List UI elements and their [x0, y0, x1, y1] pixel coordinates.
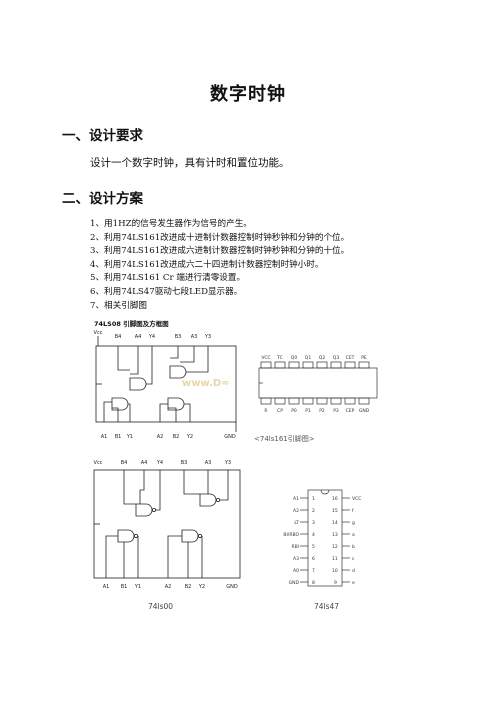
pin-label: PE [361, 355, 367, 361]
pin-label: B3 [181, 460, 188, 466]
plan-list: 1、用1HZ的信号发生器作为信号的产生。 2、利用74LS161改进成十进制计数… [90, 218, 349, 313]
pin-label: Q0 [291, 355, 298, 361]
pin-label: Y1 [134, 584, 141, 590]
pin-label: P1 [305, 408, 311, 414]
pin-label: VCC [352, 496, 361, 502]
section-heading-plan: 二、设计方案 [62, 191, 143, 207]
pin-label: Vcc [94, 330, 103, 336]
pin-label: A3 [191, 334, 198, 340]
pin-label: CET [346, 355, 355, 361]
pin-label: Y3 [204, 334, 211, 340]
svg-text:9: 9 [334, 580, 337, 586]
pin-label: BI/RBO [283, 532, 299, 538]
pin-label: CEP [346, 408, 355, 414]
list-item: 3、利用74LS161改进成六进制计数器控制时钟秒钟和分钟的十位。 [90, 246, 350, 257]
pin-label: A1 [103, 584, 110, 590]
pin-label: A2 [165, 584, 172, 590]
svg-text:12: 12 [332, 544, 338, 550]
pin-label: B2 [185, 584, 192, 590]
list-item: 7、相关引脚图 [90, 300, 148, 311]
svg-text:4: 4 [312, 532, 315, 538]
figure-74ls00-diagram: Vcc B4 A4 Y4 B3 A3 Y3 A1 B1 Y1 A2 B2 Y2 … [88, 456, 248, 594]
pin-label: f [352, 508, 354, 514]
pin-label: P2 [319, 408, 325, 414]
list-item: 6、利用74LS47驱动七段LED显示器。 [90, 286, 243, 297]
pin-label: b [352, 544, 355, 550]
list-item: 4、利用74LS161改进成六二十四进制计数器控制时钟小时。 [90, 259, 324, 270]
pin-label: g [352, 521, 355, 526]
pin-label: P3 [333, 408, 339, 414]
pin-label: GND [226, 584, 238, 590]
pin-label: Q1 [305, 355, 312, 361]
pin-label: B1 [115, 434, 122, 440]
pin-label: TC [276, 355, 283, 361]
pin-label: LT [294, 520, 299, 526]
section-heading-requirements: 一、设计要求 [62, 128, 143, 144]
pin-label: Y4 [148, 334, 155, 340]
pin-label: B3 [175, 334, 182, 340]
pin-label: Q3 [333, 355, 340, 361]
pin-label: Y4 [156, 460, 163, 466]
pin-label: R [264, 408, 267, 414]
svg-text:13: 13 [332, 532, 338, 538]
pin-label: Vcc [94, 460, 103, 466]
requirements-text: 设计一个数字时钟，具有计时和置位功能。 [90, 157, 290, 169]
pin-label: GND [224, 434, 236, 440]
pin-label: GND [359, 408, 370, 414]
figure-74ls161-diagram: VCC TC Q0 Q1 Q2 Q3 CET PE R CP P0 P1 P2 … [253, 350, 383, 422]
pin-label: CP [277, 408, 283, 414]
pin-label: GND [289, 580, 300, 586]
pin-label: a [352, 533, 355, 538]
pin-label: RBI [291, 544, 299, 550]
pin-label: A0 [293, 568, 299, 574]
pin-label: e [352, 581, 355, 586]
svg-text:16: 16 [332, 496, 338, 502]
pin-label: B4 [121, 460, 128, 466]
svg-text:8: 8 [312, 580, 315, 586]
pin-label: A1 [101, 434, 108, 440]
svg-text:3: 3 [312, 520, 315, 526]
pin-label: A3 [205, 460, 212, 466]
figure-74ls08-diagram: Vcc B4 A4 Y4 B3 A3 Y3 A1 B1 Y1 A2 B2 Y2 … [90, 328, 242, 440]
pin-label: B4 [115, 334, 122, 340]
pin-label: Y3 [224, 460, 231, 466]
svg-text:2: 2 [312, 508, 315, 514]
svg-text:15: 15 [332, 508, 338, 514]
svg-text:14: 14 [332, 520, 338, 526]
svg-text:5: 5 [312, 544, 315, 550]
svg-text:10: 10 [332, 568, 338, 574]
pin-label: d [352, 568, 355, 574]
pin-label: B2 [173, 434, 180, 440]
svg-text:1: 1 [312, 496, 315, 502]
pin-label: Y2 [198, 584, 205, 590]
pin-label: A2 [293, 508, 299, 514]
pin-label: B1 [121, 584, 128, 590]
figure-74ls08-title: 74LS08 引脚图及方框图 [94, 320, 169, 328]
svg-text:6: 6 [312, 556, 315, 562]
pin-label: Q2 [319, 355, 326, 361]
pin-label: P0 [291, 408, 297, 414]
watermark: www.D≈ [182, 378, 230, 389]
pin-label: Y1 [126, 434, 133, 440]
pin-label: VCC [261, 355, 270, 361]
figure-74ls47-caption: 74ls47 [314, 602, 340, 611]
pin-label: A1 [293, 496, 299, 502]
pin-label: c [352, 557, 355, 562]
list-item: 1、用1HZ的信号发生器作为信号的产生。 [90, 219, 252, 229]
svg-text:11: 11 [332, 556, 338, 562]
figure-74ls00-caption: 74ls00 [148, 602, 174, 611]
document-title: 数字时钟 [210, 84, 286, 105]
pin-label: A4 [141, 460, 148, 466]
pin-label: A3 [293, 556, 299, 562]
figure-74ls161-caption: <74ls161引脚图> [254, 435, 315, 443]
pin-label: A2 [157, 434, 164, 440]
pin-label: A4 [135, 334, 142, 340]
svg-text:7: 7 [312, 568, 315, 574]
pin-label: Y2 [186, 434, 193, 440]
list-item: 5、利用74LS161 Cr 端进行清零设置。 [90, 273, 246, 284]
list-item: 2、利用74LS161改进成十进制计数器控制时钟秒钟和分钟的个位。 [90, 232, 350, 243]
